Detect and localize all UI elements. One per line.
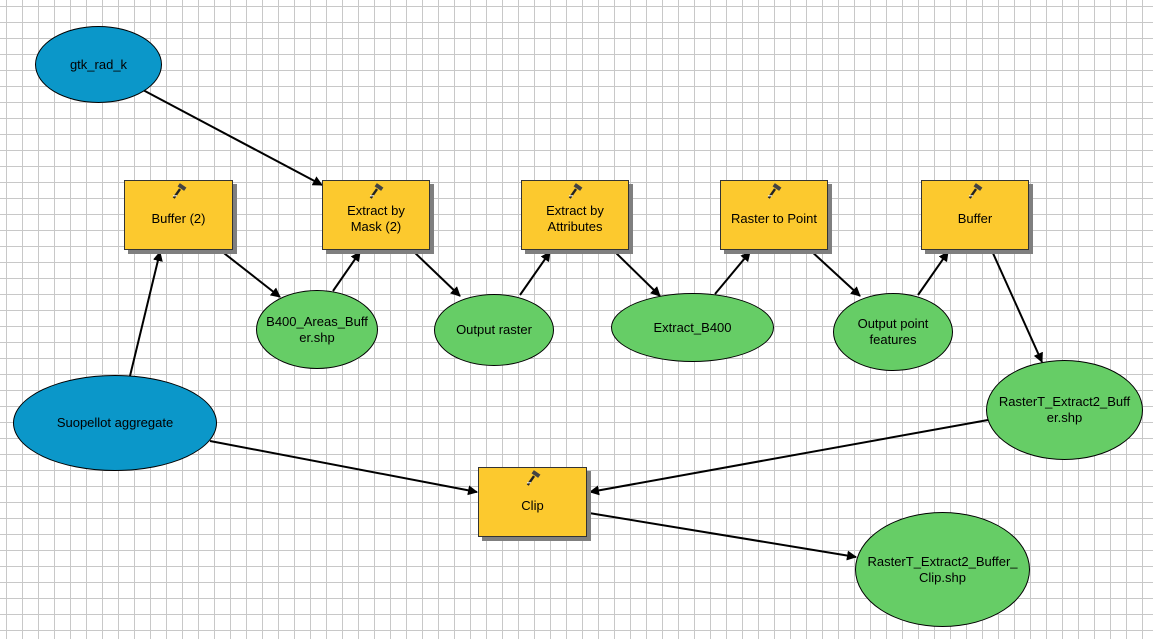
output-raster-label: Output raster — [456, 322, 532, 337]
output-extract-b400-label: Extract_B400 — [653, 319, 732, 335]
edge-rastert-buffer-to-clip[interactable] — [589, 419, 989, 496]
output-rastert-buffer-line2: er.shp — [1046, 410, 1083, 425]
edge-extract-b400-to-raster-to-point[interactable] — [714, 251, 751, 295]
edge-output-raster-to-extract-attr[interactable] — [519, 251, 551, 296]
hammer-icon — [524, 470, 542, 486]
edge-extract-mask-to-output-raster[interactable] — [411, 249, 461, 297]
edge-gtk-to-extract-mask[interactable] — [142, 89, 323, 186]
output-point-line2: features — [869, 332, 917, 347]
edge-suopellot-to-clip[interactable] — [209, 440, 478, 496]
tool-clip[interactable]: Clip — [478, 467, 587, 537]
tool-extract-by-mask-line2: Mask (2) — [350, 219, 402, 234]
output-rastert-clip-line2: Clip.shp — [919, 569, 966, 585]
edge-extract-attr-to-extract-b400[interactable] — [612, 249, 661, 297]
hammer-icon — [367, 183, 385, 199]
output-raster[interactable]: Output raster — [434, 294, 554, 366]
edge-output-point-to-buffer[interactable] — [917, 251, 949, 296]
tool-buffer-2[interactable]: Buffer (2) — [124, 180, 233, 250]
output-rastert-clip-line1: RasterT_Extract2_Buffer_ — [867, 553, 1018, 569]
output-rastert-extract2-buffer[interactable]: RasterT_Extract2_Buff er.shp — [986, 360, 1143, 460]
tool-buffer-label: Buffer — [957, 211, 993, 226]
tool-extract-by-mask-label: Extract by Mask (2) — [347, 203, 405, 235]
output-extract-b400[interactable]: Extract_B400 — [611, 293, 774, 362]
output-rastert-buffer-line1: RasterT_Extract2_Buff — [998, 394, 1131, 409]
hammer-icon — [966, 183, 984, 199]
output-b400-line2: er.shp — [299, 329, 335, 345]
output-point-features-label: Output point features — [854, 316, 933, 348]
input-gtk-rad-k[interactable]: gtk_rad_k — [35, 26, 162, 103]
tool-buffer-2-label: Buffer (2) — [151, 211, 206, 226]
tool-extract-by-mask[interactable]: Extract by Mask (2) — [322, 180, 430, 250]
tool-clip-label: Clip — [521, 498, 544, 513]
output-b400-areas-buffer[interactable]: B400_Areas_Buff er.shp — [256, 290, 378, 369]
edge-clip-to-rastert-clip[interactable] — [588, 512, 857, 561]
output-rastert-extract2-buffer-clip[interactable]: RasterT_Extract2_Buffer_ Clip.shp — [855, 512, 1030, 627]
input-suopellot-aggregate[interactable]: Suopellot aggregate — [13, 375, 217, 471]
edge-suopellot-to-buffer2[interactable] — [129, 251, 163, 377]
input-gtk-rad-k-label: gtk_rad_k — [69, 56, 128, 72]
edge-b400-to-extract-mask[interactable] — [332, 251, 361, 292]
tool-buffer[interactable]: Buffer — [921, 180, 1029, 250]
hammer-icon — [566, 183, 584, 199]
edge-buffer2-to-b400[interactable] — [219, 249, 281, 298]
tool-extract-by-attributes[interactable]: Extract by Attributes — [521, 180, 629, 250]
hammer-icon — [170, 183, 188, 199]
output-rastert-buffer-label: RasterT_Extract2_Buff er.shp — [995, 394, 1134, 426]
tool-extract-by-mask-line1: Extract by — [347, 203, 405, 218]
hammer-icon — [765, 183, 783, 199]
input-suopellot-label: Suopellot aggregate — [56, 415, 174, 430]
tool-extract-by-attributes-label: Extract by Attributes — [546, 203, 604, 235]
output-b400-line1: B400_Areas_Buff — [266, 313, 368, 329]
output-point-line1: Output point — [857, 316, 929, 331]
tool-raster-to-point-label: Raster to Point — [731, 211, 817, 226]
edge-buffer-to-rastert-buffer[interactable] — [991, 250, 1043, 363]
output-rastert-clip-label: RasterT_Extract2_Buffer_ Clip.shp — [863, 554, 1021, 586]
output-point-features[interactable]: Output point features — [833, 293, 953, 371]
edge-raster-to-point-to-output-point[interactable] — [809, 249, 861, 297]
tool-extract-by-attributes-line1: Extract by — [546, 203, 604, 218]
tool-raster-to-point[interactable]: Raster to Point — [720, 180, 828, 250]
output-b400-areas-buffer-label: B400_Areas_Buff er.shp — [262, 314, 372, 346]
tool-extract-by-attributes-line2: Attributes — [547, 219, 603, 234]
